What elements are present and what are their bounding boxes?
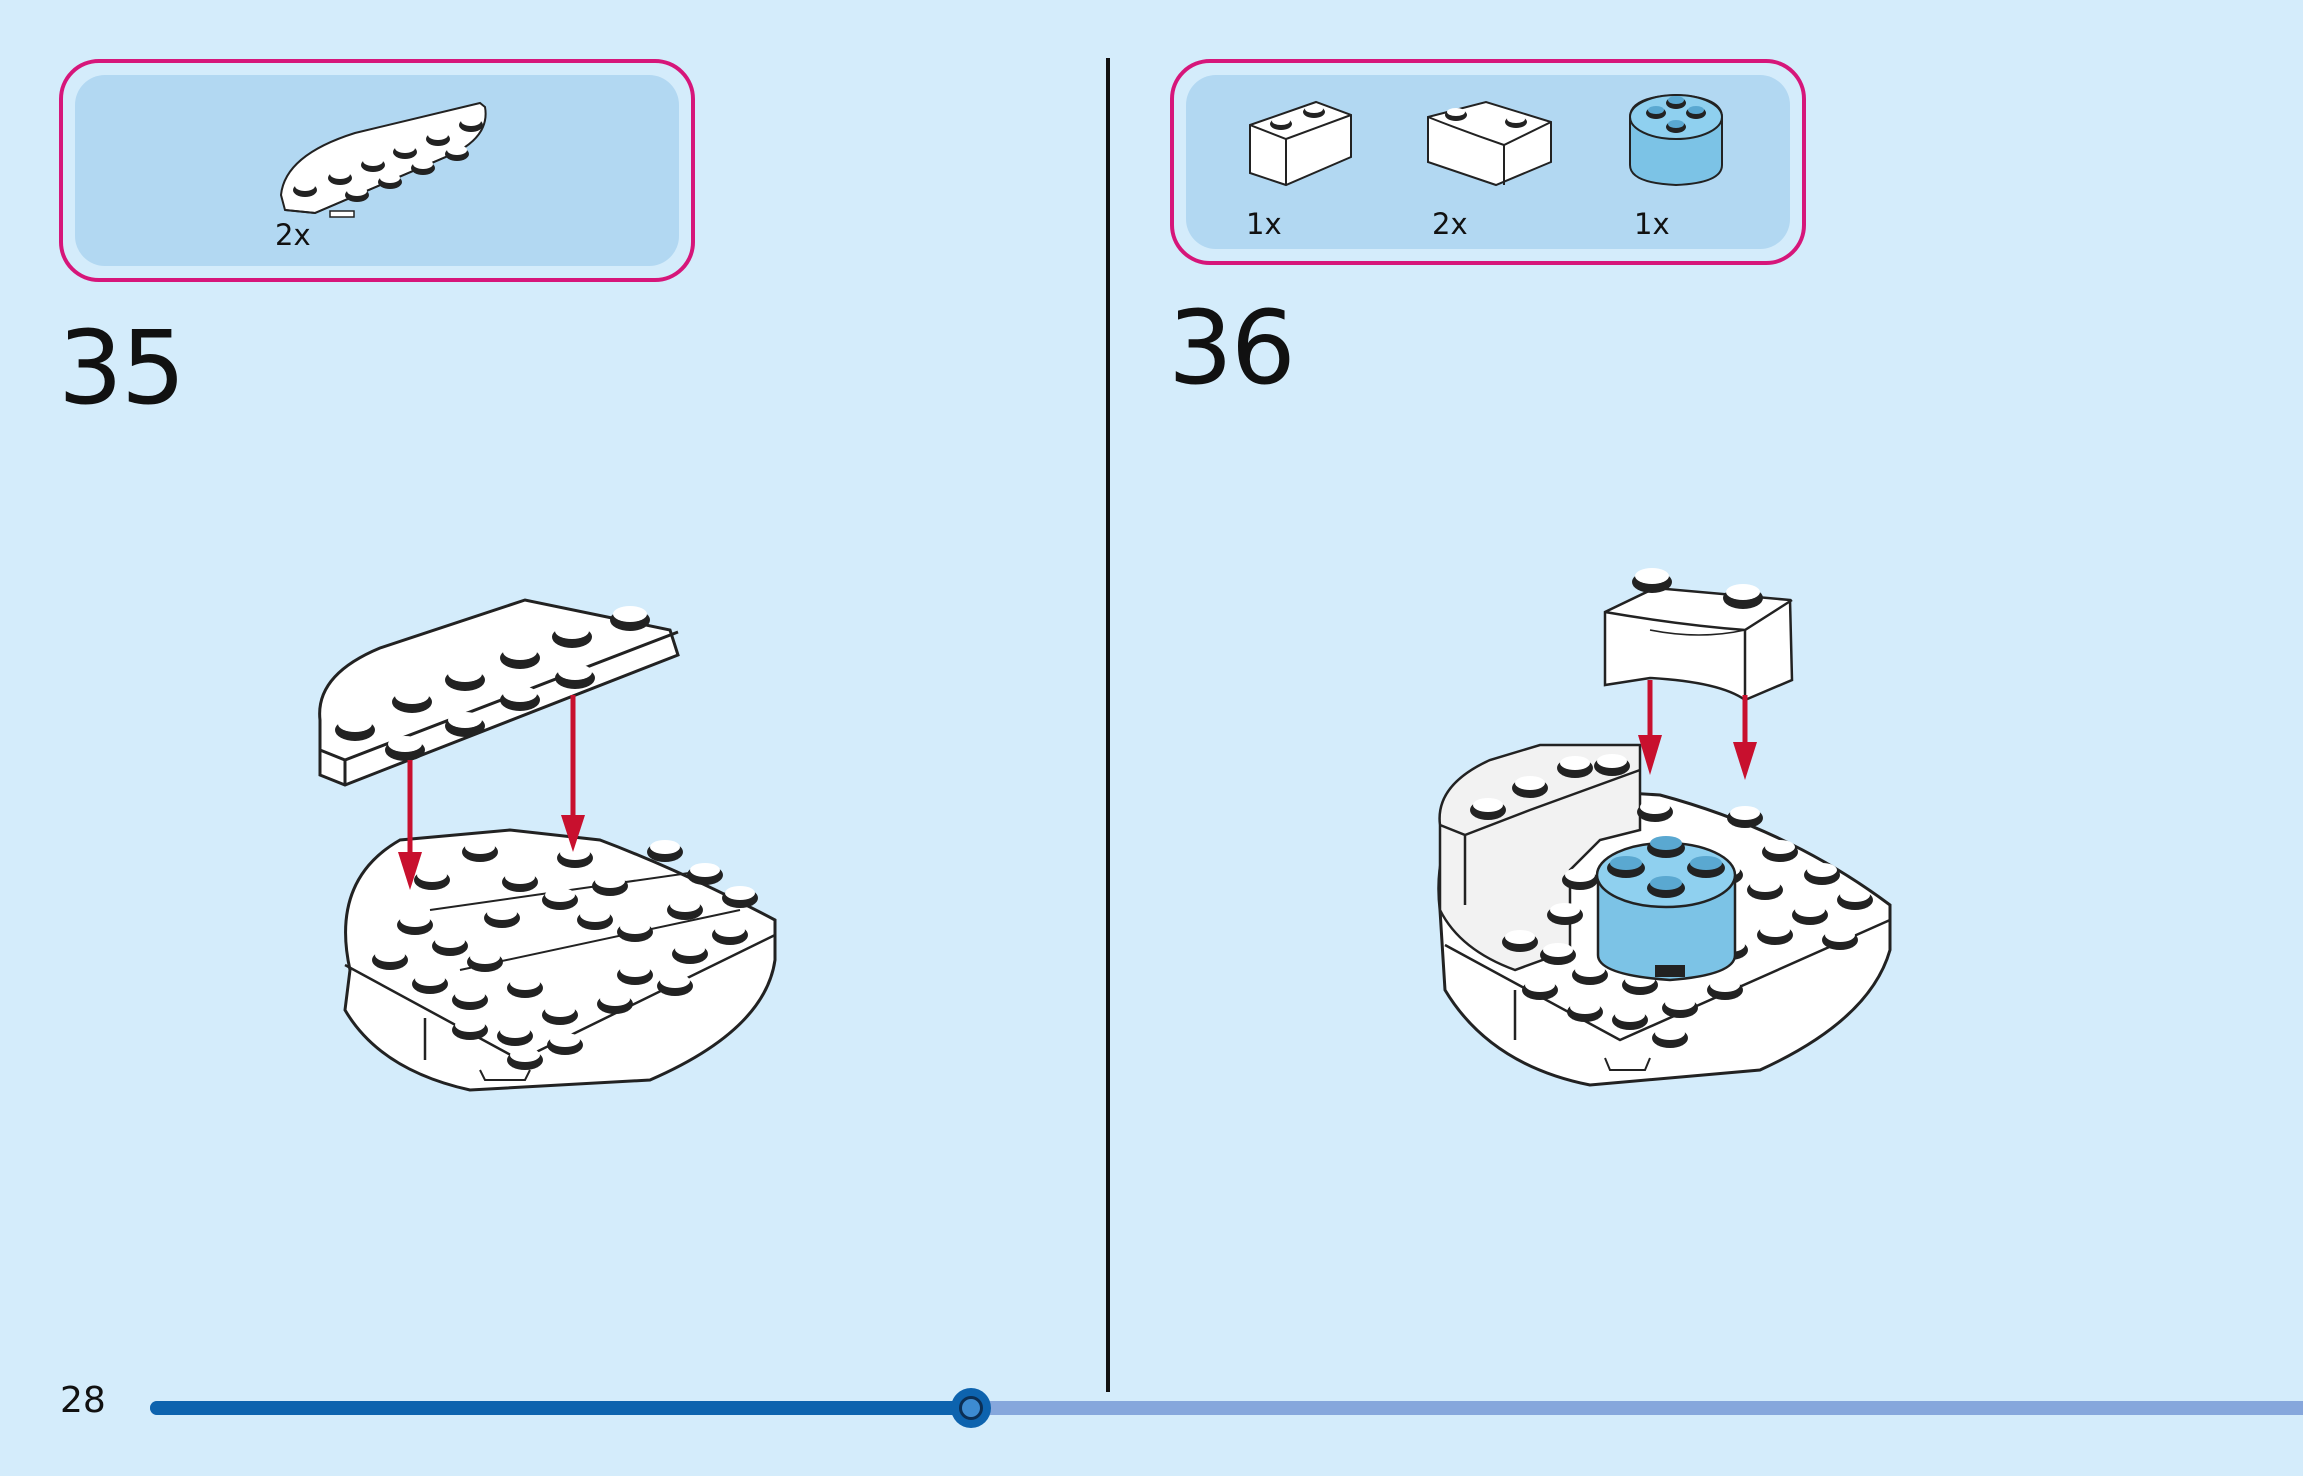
step-35-illustration (320, 590, 800, 1100)
page-number: 28 (60, 1380, 106, 1421)
half-round-plate-icon (275, 95, 535, 235)
part-quantity: 2x (275, 218, 311, 252)
round-brick-2x2-icon (1626, 85, 1726, 195)
part-quantity: 1x (1246, 207, 1282, 241)
parts-box-step-36: 1x 2x 1x (1170, 59, 1806, 265)
brick-1x2-icon (1246, 97, 1356, 192)
parts-box-step-35: 2x (59, 59, 695, 282)
curved-brick-icon (1426, 97, 1556, 192)
step-number-36: 36 (1168, 298, 1294, 400)
part-quantity: 1x (1634, 207, 1670, 241)
step-number-35: 35 (58, 318, 184, 420)
progress-indicator-icon (951, 1388, 991, 1428)
page-divider (1106, 58, 1110, 1392)
parts-list: 2x (75, 75, 679, 266)
progress-fill (150, 1401, 971, 1415)
step-36-illustration (1430, 570, 1900, 1090)
parts-list: 1x 2x 1x (1186, 75, 1790, 249)
part-quantity: 2x (1432, 207, 1468, 241)
progress-bar (150, 1401, 2303, 1415)
